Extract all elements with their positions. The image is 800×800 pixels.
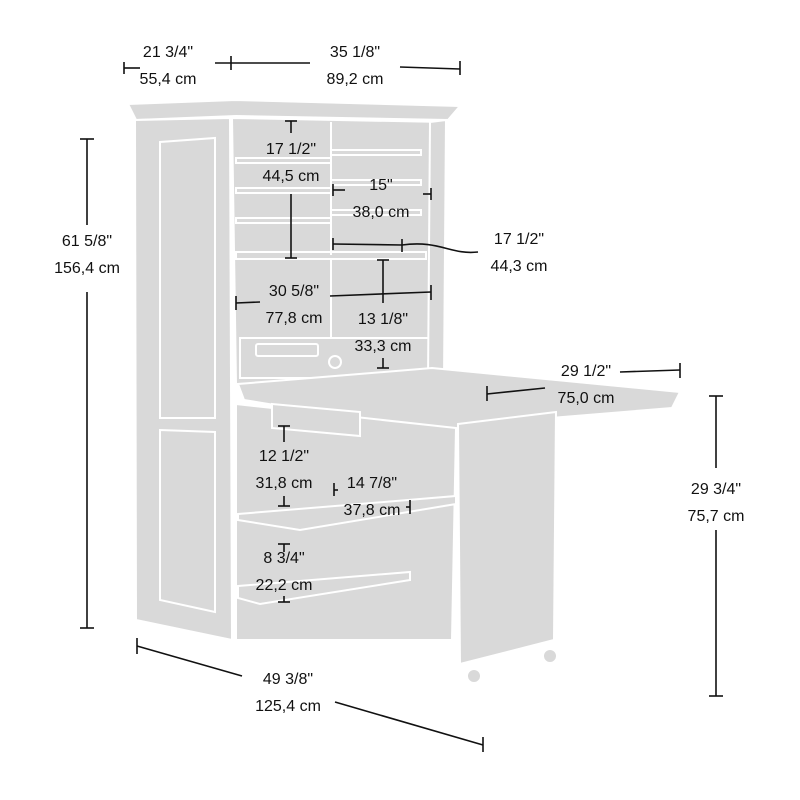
height-cm: 156,4 cm: [54, 260, 120, 277]
lower-shelf-width-label: 14 7/8" 37,8 cm: [344, 475, 401, 520]
table-height-in: 29 3/4": [690, 481, 742, 498]
overall-width-in: 49 3/8": [262, 671, 314, 688]
table-height-label: 29 3/4" 75,7 cm: [688, 481, 745, 526]
table-extension-cm: 75,0 cm: [557, 390, 615, 407]
table-extension-label: 29 1/2" 75,0 cm: [558, 363, 615, 408]
cubby-width-cm: 38,0 cm: [352, 204, 410, 221]
cubby-depth-cm: 44,3 cm: [490, 258, 548, 275]
interior-width-cm: 77,8 cm: [265, 310, 323, 327]
depth-label: 21 3/4" 55,4 cm: [140, 44, 197, 89]
caster-icon: [542, 648, 558, 664]
width-in: 35 1/8": [329, 44, 381, 61]
height-label: 61 5/8" 156,4 cm: [54, 233, 120, 278]
table-extension-in: 29 1/2": [560, 363, 612, 380]
cubby-width-label: 15" 38,0 cm: [353, 177, 410, 222]
lower-shelf-width-cm: 37,8 cm: [343, 502, 401, 519]
overall-width-label: 49 3/8" 125,4 cm: [255, 671, 321, 716]
cubby-width-in: 15": [369, 177, 393, 194]
cubby-depth-label: 17 1/2" 44,3 cm: [491, 231, 548, 276]
middle-height-label: 13 1/8" 33,3 cm: [355, 311, 412, 356]
height-in: 61 5/8": [61, 233, 113, 250]
middle-height-in: 13 1/8": [357, 311, 409, 328]
dimension-lines: [80, 56, 723, 752]
lower-bottom-height-cm: 22,2 cm: [255, 577, 313, 594]
overall-width-cm: 125,4 cm: [255, 698, 321, 715]
lower-bottom-height-in: 8 3/4": [263, 550, 305, 567]
lower-bottom-height-label: 8 3/4" 22,2 cm: [256, 550, 313, 595]
width-label: 35 1/8" 89,2 cm: [327, 44, 384, 89]
width-cm: 89,2 cm: [326, 71, 384, 88]
upper-shelf-height-in: 17 1/2": [265, 141, 317, 158]
caster-icon: [466, 668, 482, 684]
table-height-cm: 75,7 cm: [687, 508, 745, 525]
crown-molding: [126, 98, 463, 122]
table-leg: [456, 410, 558, 666]
depth-cm: 55,4 cm: [139, 71, 197, 88]
upper-shelf-height-cm: 44,5 cm: [262, 168, 320, 185]
lower-upper-height-in: 12 1/2": [258, 448, 310, 465]
depth-in: 21 3/4": [142, 44, 194, 61]
middle-height-cm: 33,3 cm: [354, 338, 412, 355]
lower-upper-height-label: 12 1/2" 31,8 cm: [256, 448, 313, 493]
lower-upper-height-cm: 31,8 cm: [255, 475, 313, 492]
power-strip: [255, 343, 319, 357]
interior-width-label: 30 5/8" 77,8 cm: [266, 283, 323, 328]
lower-shelf-width-in: 14 7/8": [346, 475, 398, 492]
interior-width-in: 30 5/8": [268, 283, 320, 300]
upper-shelf-height-label: 17 1/2" 44,5 cm: [263, 141, 320, 186]
cubby-depth-in: 17 1/2": [493, 231, 545, 248]
